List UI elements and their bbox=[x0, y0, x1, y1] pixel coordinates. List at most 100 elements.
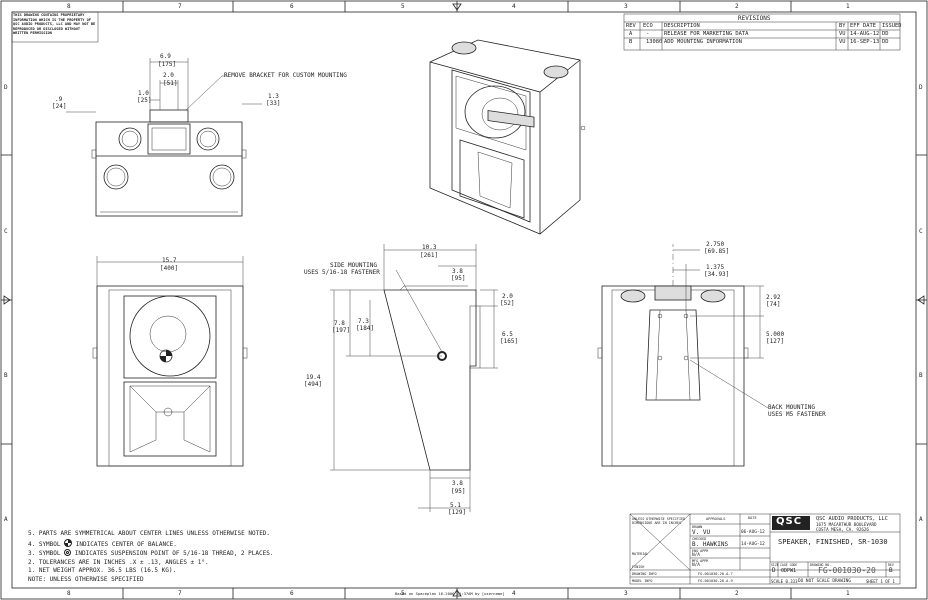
dim-back-2750: 2.750 bbox=[706, 241, 725, 248]
size-label: SIZE bbox=[771, 563, 779, 567]
zone-label-top: 8 bbox=[67, 3, 71, 10]
rev-label: REV bbox=[888, 563, 894, 567]
dim-side-38b: 3.8 bbox=[452, 480, 463, 487]
dim-top-09-mm: [24] bbox=[52, 103, 67, 110]
dim-front-width: 15.7 bbox=[162, 257, 177, 264]
dim-top-1-mm: [25] bbox=[137, 97, 152, 104]
dim-back-5000: 5.000 bbox=[766, 331, 785, 338]
zone-label-bottom: 5 bbox=[401, 590, 405, 597]
notes: 5. PARTS ARE SYMMETRICAL ABOUT CENTER LI… bbox=[28, 530, 273, 585]
revision-cell: VU bbox=[839, 39, 846, 45]
cage-label: CAGE CODE bbox=[780, 563, 798, 567]
size-value: D bbox=[772, 567, 776, 574]
isometric-view bbox=[429, 39, 586, 235]
revisions-title: REVISIONS bbox=[738, 15, 771, 22]
mfg-value: N/A bbox=[692, 563, 700, 568]
model-info-label: MODEL INFO bbox=[632, 579, 653, 583]
zone-label-bottom: 8 bbox=[67, 590, 71, 597]
suspension-symbol-icon bbox=[64, 549, 72, 557]
note-1: 1. NET WEIGHT APPROX. 36.5 LBS (16.5 KG)… bbox=[28, 567, 177, 575]
dim-side-height: 19.4 bbox=[306, 374, 321, 381]
company-name: QSC AUDIO PRODUCTS, LLC bbox=[816, 516, 888, 522]
dim-side-51-mm: [129] bbox=[448, 509, 467, 516]
revision-cell: A bbox=[629, 31, 633, 37]
dim-top-13-mm: [33] bbox=[266, 100, 281, 107]
zone-label-left: A bbox=[4, 516, 8, 523]
revisions-table bbox=[623, 13, 901, 51]
dim-back-292-mm: [74] bbox=[766, 301, 781, 308]
dim-side-65: 6.5 bbox=[502, 331, 513, 338]
footer-stamp: Based on Spaceplan 16-2006 11:37AM by [u… bbox=[395, 591, 505, 596]
back-view bbox=[597, 244, 769, 467]
revision-header-cell: ISSUED bbox=[882, 23, 902, 29]
zone-label-top: 6 bbox=[290, 3, 294, 10]
zone-label-top: 7 bbox=[178, 3, 182, 10]
balance-symbol-icon bbox=[64, 538, 73, 547]
dim-side-depth-mm: [261] bbox=[420, 252, 439, 259]
dim-side-78-mm: [197] bbox=[332, 327, 351, 334]
dim-top-13: 1.3 bbox=[268, 93, 279, 100]
note-4: 4. SYMBOL INDICATES CENTER OF BALANCE. bbox=[28, 538, 177, 548]
side-note-1: SIDE MOUNTING bbox=[330, 262, 377, 269]
dim-top-09: .9 bbox=[55, 96, 63, 103]
company-address-2: COSTA MESA, CA. 92626 bbox=[816, 527, 869, 532]
dim-side-20: 2.0 bbox=[502, 293, 513, 300]
model-info-value: FG-001030-20.A.9 bbox=[698, 579, 733, 583]
top-view bbox=[66, 58, 262, 217]
revision-header-cell: REV bbox=[626, 23, 636, 29]
company-address-1: 1675 MACARTHUR BOULEVARD bbox=[816, 522, 877, 527]
dim-top-1: 1.0 bbox=[138, 90, 149, 97]
zone-label-bottom: 6 bbox=[290, 590, 294, 597]
zone-label-right: C bbox=[919, 228, 923, 235]
scale: SCALE 0.333 bbox=[771, 579, 798, 584]
back-note-1: BACK MOUNTING bbox=[768, 404, 815, 411]
side-view bbox=[330, 244, 498, 512]
mfg-label: MFG APPR bbox=[692, 559, 709, 563]
dim-front-width-mm: [400] bbox=[160, 265, 179, 272]
dim-side-height-mm: [494] bbox=[304, 381, 323, 388]
drawn-label: DRAWN bbox=[692, 525, 703, 529]
revision-cell: B bbox=[629, 39, 633, 45]
dim-back-2750-mm: [69.85] bbox=[704, 248, 730, 255]
drawn-date: 06-AUG-12 bbox=[741, 530, 765, 535]
checked-label: CHECKED bbox=[692, 537, 707, 541]
revision-cell: DD bbox=[882, 39, 889, 45]
front-view bbox=[92, 256, 248, 467]
bracket-note: REMOVE BRACKET FOR CUSTOM MOUNTING bbox=[224, 72, 347, 79]
zone-label-left: B bbox=[4, 372, 8, 379]
sheet: SHEET 1 OF 1 bbox=[866, 579, 895, 584]
checked-date: 14-AUG-12 bbox=[741, 542, 765, 547]
dim-back-292: 2.92 bbox=[766, 294, 781, 301]
dim-side-20-mm: [52] bbox=[500, 300, 515, 307]
zone-label-bottom: 7 bbox=[178, 590, 182, 597]
zone-label-left: C bbox=[4, 228, 8, 235]
dim-side-38t-mm: [95] bbox=[451, 275, 466, 282]
zone-label-top: 1 bbox=[846, 3, 850, 10]
qsc-logo: QSC bbox=[776, 516, 803, 527]
revision-cell: 16-SEP-13 bbox=[850, 39, 880, 45]
drawing-title: SPEAKER, FINISHED, SR-1030 bbox=[778, 538, 888, 546]
revision-cell: RELEASE FOR MARKETING DATA bbox=[664, 31, 749, 37]
zone-label-top: 2 bbox=[735, 3, 739, 10]
dwg-label: DRAWING NO. bbox=[810, 563, 832, 567]
proprietary-notice: THIS DRAWING CONTAINS PROPRIETARY INFORM… bbox=[13, 13, 96, 36]
eng-value: N/A bbox=[692, 553, 700, 558]
dwg-number: FG-001030-20 bbox=[818, 566, 876, 575]
dim-back-1375: 1.375 bbox=[706, 264, 725, 271]
title-block bbox=[629, 513, 901, 585]
zone-label-top: 3 bbox=[624, 3, 628, 10]
zone-label-right: B bbox=[919, 372, 923, 379]
proprietary-notice-box bbox=[11, 11, 99, 43]
note-2: 2. TOLERANCES ARE IN INCHES .X ± .13, AN… bbox=[28, 558, 209, 566]
finish-label: FINISH bbox=[632, 565, 645, 569]
revision-cell: 13080 bbox=[646, 39, 663, 45]
zone-label-bottom: 2 bbox=[735, 590, 739, 597]
revision-cell: 14-AUG-12 bbox=[850, 31, 880, 37]
dim-side-73-mm: [184] bbox=[356, 325, 375, 332]
checked-by: B. HAWKINS bbox=[692, 541, 729, 548]
dim-top-overall: 6.9 bbox=[160, 53, 171, 60]
eng-label: ENG APPR bbox=[692, 549, 709, 553]
dim-side-78: 7.8 bbox=[334, 320, 345, 327]
dim-top-2: 2.0 bbox=[163, 72, 174, 79]
